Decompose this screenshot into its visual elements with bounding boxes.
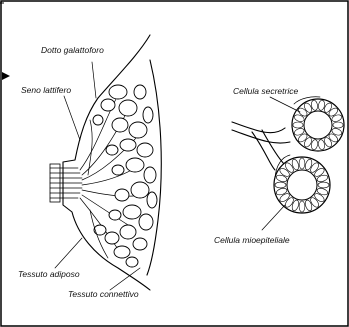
edge-pointer-icon <box>2 72 10 80</box>
leader-secretrice <box>270 97 300 112</box>
alveoli-detail <box>232 97 344 230</box>
label-dotto-galattoforo: Dotto galattoforo <box>41 45 104 55</box>
leader-dotto <box>92 62 96 98</box>
epithelial-cell <box>275 182 286 188</box>
alveolus-upper-lumen <box>304 111 332 139</box>
label-cellula-mioepiteliale: Cellula mioepiteliale <box>214 235 290 245</box>
epithelial-cell <box>333 122 343 128</box>
nipple-ducts <box>50 164 82 202</box>
alveolus-lower-lumen <box>287 170 317 200</box>
label-cellula-secretrice: Cellula secretrice <box>233 86 298 96</box>
epithelial-cell <box>293 122 303 128</box>
label-tessuto-connettivo: Tessuto connettivo <box>68 289 139 299</box>
epithelial-cell <box>299 158 305 169</box>
breast-section <box>2 35 161 290</box>
epithelial-cell <box>299 201 305 212</box>
leader-seno <box>64 96 80 140</box>
lobules <box>93 85 157 267</box>
leader-adiposo <box>55 238 82 268</box>
label-tessuto-adiposo: Tessuto adiposo <box>18 269 80 279</box>
duct-upper <box>232 122 285 133</box>
epithelial-cell <box>318 182 329 188</box>
label-seno-lattifero: Seno lattifero <box>21 85 71 95</box>
duct-lower <box>252 132 275 170</box>
leader-mioepiteliale <box>262 205 285 230</box>
